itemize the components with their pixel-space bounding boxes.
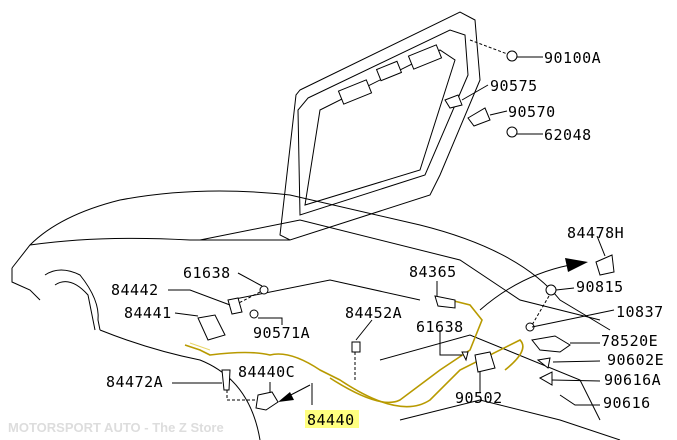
part-label-84478H[interactable]: 84478H bbox=[567, 224, 624, 242]
direction-arrows bbox=[278, 258, 588, 402]
part-label-61638-lower[interactable]: 61638 bbox=[416, 318, 464, 336]
part-label-90616A[interactable]: 90616A bbox=[604, 371, 661, 389]
part-label-90602E[interactable]: 90602E bbox=[607, 351, 664, 369]
part-label-84472A[interactable]: 84472A bbox=[106, 373, 163, 391]
car-body-outline bbox=[11, 190, 621, 440]
highlight-84440 bbox=[305, 410, 359, 428]
part-label-84452A[interactable]: 84452A bbox=[345, 304, 402, 322]
part-label-84440C[interactable]: 84440C bbox=[238, 363, 295, 381]
part-label-90575[interactable]: 90575 bbox=[490, 77, 538, 95]
part-label-90100A[interactable]: 90100A bbox=[544, 49, 601, 67]
hood-panel bbox=[279, 11, 481, 241]
part-label-84442[interactable]: 84442 bbox=[111, 281, 159, 299]
part-label-90616[interactable]: 90616 bbox=[603, 394, 651, 412]
hood-hardware bbox=[444, 39, 543, 138]
part-label-78520E[interactable]: 78520E bbox=[601, 332, 658, 350]
part-label-84365[interactable]: 84365 bbox=[409, 263, 457, 281]
leader-lines bbox=[168, 235, 615, 406]
part-label-61638-upper[interactable]: 61638 bbox=[183, 264, 231, 282]
part-label-90502[interactable]: 90502 bbox=[455, 389, 503, 407]
part-label-90570[interactable]: 90570 bbox=[508, 103, 556, 121]
part-label-10837[interactable]: 10837 bbox=[616, 303, 664, 321]
watermark: MOTORSPORT AUTO - The Z Store bbox=[8, 420, 224, 435]
hood-release-cable bbox=[184, 299, 524, 408]
small-parts bbox=[197, 254, 615, 411]
part-label-84441[interactable]: 84441 bbox=[124, 304, 172, 322]
part-label-84440[interactable]: 84440 bbox=[307, 411, 355, 429]
part-labels[interactable]: 90100A 90575 90570 62048 84478H 84365 90… bbox=[106, 49, 664, 429]
part-label-90815[interactable]: 90815 bbox=[576, 278, 624, 296]
part-label-90571A[interactable]: 90571A bbox=[253, 324, 310, 342]
part-label-62048[interactable]: 62048 bbox=[544, 126, 592, 144]
